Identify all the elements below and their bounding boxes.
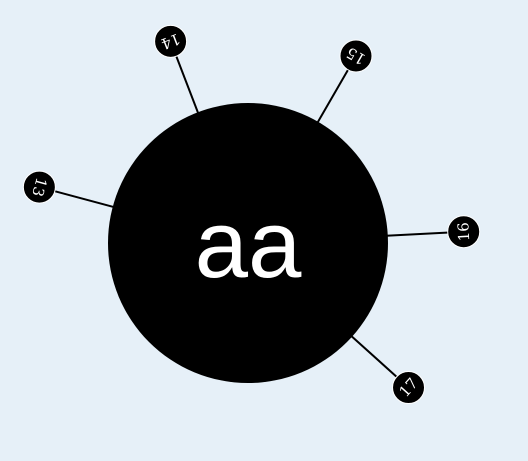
pin-number: 13 (28, 176, 50, 199)
pin-number: 16 (454, 222, 473, 242)
pin-number: 14 (158, 30, 182, 54)
level-label: aa (195, 191, 302, 298)
pin-head (22, 170, 56, 204)
pin-head (339, 39, 373, 73)
pin-head (154, 24, 188, 58)
pin-head (392, 371, 426, 405)
pin-head (447, 215, 481, 249)
target-core[interactable] (108, 103, 388, 383)
